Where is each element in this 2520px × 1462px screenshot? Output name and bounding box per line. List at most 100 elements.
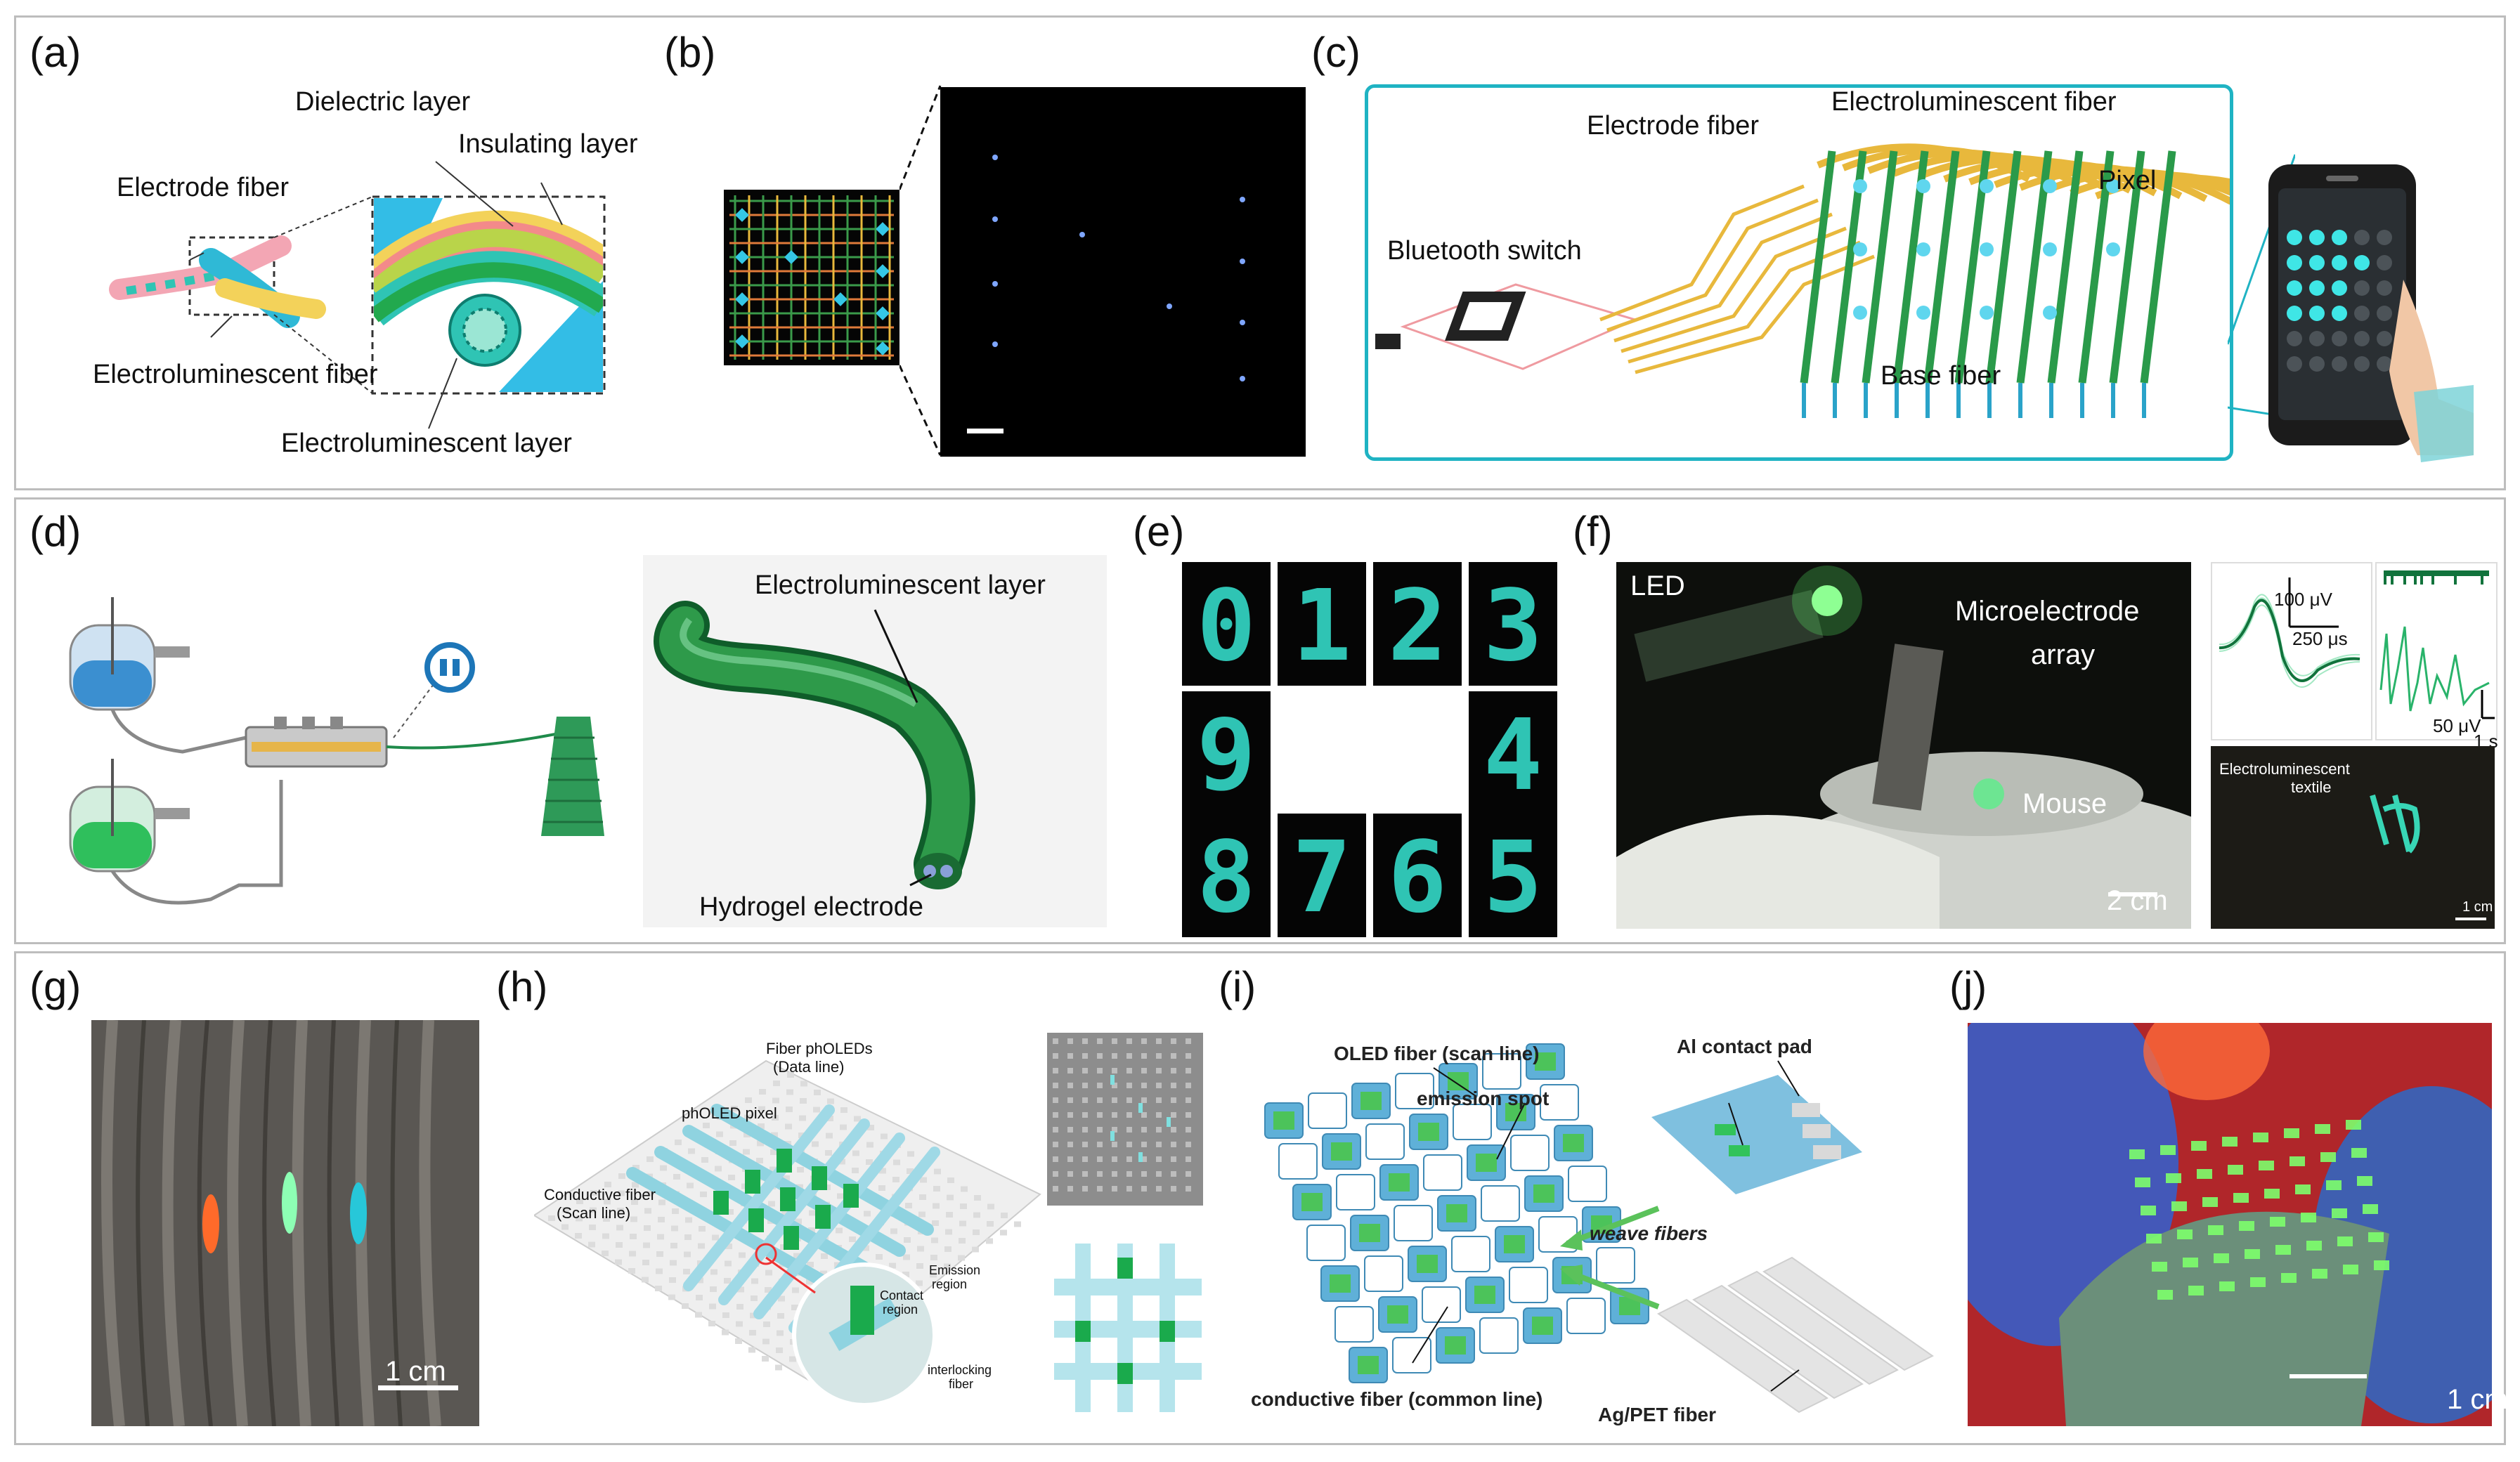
panel-j-photo <box>1968 1023 2492 1426</box>
fiber-structure-illustration <box>109 161 606 429</box>
electroluminescent-textile-photo <box>2370 794 2486 920</box>
textile-display-illustration <box>1375 143 2230 418</box>
label-data-line: (Data line) <box>773 1058 845 1076</box>
digit-display: 0 <box>1182 562 1271 686</box>
label-100uv: 100 μV <box>2274 589 2332 610</box>
spike-train-plot <box>2379 570 2495 719</box>
label-led: LED <box>1630 570 1685 601</box>
digit-value: 1 <box>1292 569 1352 684</box>
digit-display: 8 <box>1182 814 1271 937</box>
label-interlocking-fiber: fiber <box>949 1377 974 1391</box>
digit-value: 9 <box>1196 698 1256 813</box>
label-scan-line-h: (Scan line) <box>557 1204 631 1222</box>
digit-display: 4 <box>1469 691 1557 815</box>
panel-h-diagram <box>534 1019 1047 1433</box>
label-contact: Contact <box>880 1288 924 1303</box>
mouse-experiment-photo <box>1616 566 2191 929</box>
digit-value: 5 <box>1483 821 1543 935</box>
digit-display: 6 <box>1373 814 1462 937</box>
digit-value: 3 <box>1483 569 1543 684</box>
label-fiber-pholeds: Fiber phOLEDs <box>766 1040 873 1057</box>
label-hydrogel-electrode: Hydrogel electrode <box>699 892 923 922</box>
panel-c-label: (c) <box>1311 29 1360 76</box>
label-scale-1cm-j: 1 cm <box>2447 1384 2508 1415</box>
label-el-textile-1: Electroluminescent <box>2219 760 2350 778</box>
label-array: array <box>2031 639 2096 670</box>
digit-display: 7 <box>1278 814 1366 937</box>
oled-woven-illustration <box>1264 1043 1934 1414</box>
flexible-oled-textile-photo <box>1968 1023 2492 1426</box>
label-scale-1cm-f: 1 cm <box>2462 899 2493 915</box>
label-dielectric-layer: Dielectric layer <box>295 87 471 117</box>
panel-h-schematic <box>1054 1244 1202 1412</box>
panel-e-label: (e) <box>1133 508 1185 555</box>
digit-display: 5 <box>1469 814 1557 937</box>
panel-f-spike-waveform <box>2211 562 2372 740</box>
label-interlocking: interlocking <box>928 1363 992 1377</box>
panel-f-spike-train <box>2375 562 2498 740</box>
digit-display: 9 <box>1182 691 1271 815</box>
panel-f-mouse-photo <box>1616 562 2191 929</box>
panel-b-textile-grid <box>724 190 899 365</box>
label-electrode-fiber-a: Electrode fiber <box>117 173 290 202</box>
panel-a-diagram <box>105 105 668 471</box>
panel-d-label: (d) <box>30 508 82 555</box>
panel-b-label: (b) <box>664 29 716 76</box>
panel-c-phone-hand <box>2263 160 2474 490</box>
panel-h-array-photo <box>1047 1033 1203 1206</box>
pixel-schematic <box>1054 1244 1202 1412</box>
knitted-textile-photo <box>101 1020 458 1426</box>
label-pixel-c: Pixel <box>2098 166 2157 195</box>
label-contact-region: region <box>883 1303 918 1317</box>
digit-value: 6 <box>1387 821 1448 935</box>
panel-i-label: (i) <box>1219 963 1256 1010</box>
panel-j-label: (j) <box>1949 963 1987 1010</box>
zoom-lines-b <box>899 85 942 456</box>
label-conductive-fiber-h: Conductive fiber <box>544 1186 656 1203</box>
panel-b-emission-photo <box>940 87 1306 457</box>
panel-d-spinning-setup <box>28 576 625 927</box>
pixel-grid-illustration <box>729 195 894 360</box>
label-emission-region: region <box>932 1277 968 1291</box>
label-electroluminescent-fiber-c: Electroluminescent fiber <box>1831 87 2117 117</box>
panel-f-textile-photo <box>2211 746 2495 929</box>
label-electroluminescent-layer-a: Electroluminescent layer <box>281 429 572 458</box>
label-mouse: Mouse <box>2022 788 2107 819</box>
label-bluetooth-switch: Bluetooth switch <box>1387 236 1582 266</box>
emission-dots <box>967 155 1245 433</box>
spike-waveform-plot <box>2219 577 2360 688</box>
label-scale-1cm-g-text: 1 cm <box>385 1356 446 1387</box>
label-oled-fiber: OLED fiber (scan line) <box>1334 1043 1540 1064</box>
label-250us: 250 μs <box>2292 628 2348 649</box>
digit-value: 4 <box>1483 698 1543 813</box>
label-ag-pet-fiber: Ag/PET fiber <box>1598 1404 1717 1425</box>
panel-a-label: (a) <box>30 29 82 76</box>
label-50uv: 50 μV <box>2433 715 2481 736</box>
digit-display: 3 <box>1469 562 1557 686</box>
label-electroluminescent-layer-d: Electroluminescent layer <box>755 570 1046 600</box>
wet-spinning-illustration <box>69 597 604 905</box>
phone-icon <box>2268 164 2474 462</box>
panel-c-frame <box>1365 84 2233 461</box>
panel-g-knit-photo <box>91 1020 479 1426</box>
panel-h-label: (h) <box>496 963 548 1010</box>
label-emission-spot: emission spot <box>1417 1088 1550 1109</box>
label-microelectrode: Microelectrode <box>1955 596 2140 627</box>
label-electroluminescent-fiber-a: Electroluminescent fiber <box>93 360 378 389</box>
panel-i-diagram <box>1237 1019 1940 1440</box>
label-al-contact-pad: Al contact pad <box>1677 1036 1812 1057</box>
digit-value: 0 <box>1196 569 1256 684</box>
pholed-textile-illustration <box>534 1059 1041 1407</box>
label-weave-fibers: weave fibers <box>1590 1222 1708 1244</box>
panel-f-label: (f) <box>1573 508 1613 555</box>
fiber-render <box>654 601 975 889</box>
digit-display: 2 <box>1373 562 1462 686</box>
panel-d-fiber-render <box>643 555 1107 927</box>
label-base-fiber: Base fiber <box>1881 361 2001 391</box>
panel-g-label: (g) <box>30 963 82 1010</box>
label-electrode-fiber-c: Electrode fiber <box>1587 111 1760 141</box>
digit-value: 2 <box>1387 569 1448 684</box>
label-emission: Emission <box>929 1263 981 1277</box>
label-scale-2cm: 2 cm <box>2107 885 2168 916</box>
digit-value: 7 <box>1292 821 1352 935</box>
